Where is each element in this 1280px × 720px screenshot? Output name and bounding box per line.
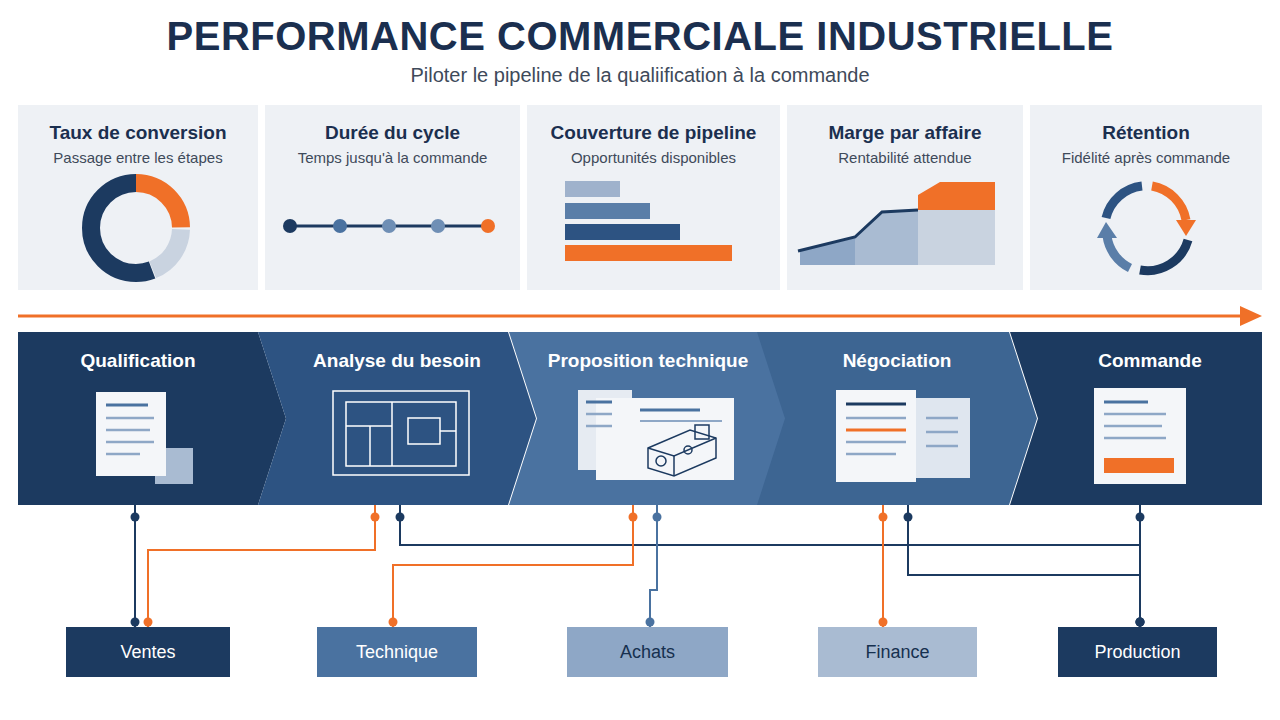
kpi-card: Durée du cycleTemps jusqu'à la commande xyxy=(265,105,520,290)
node-heading: Rétention xyxy=(1102,122,1190,144)
connector-dot xyxy=(629,513,638,522)
connector-group xyxy=(1136,505,1145,627)
stage-chevron: Proposition technique xyxy=(509,332,787,505)
connector-line xyxy=(134,505,136,627)
document-icon xyxy=(96,392,193,484)
chevron-fill xyxy=(258,332,536,505)
bar-icon xyxy=(565,181,732,261)
connector-group xyxy=(396,505,1145,627)
node-heading: Production xyxy=(1094,642,1180,663)
node-heading: Achats xyxy=(620,642,675,663)
connector-line xyxy=(148,505,375,627)
cycle-icon xyxy=(1097,186,1196,271)
department-box: Achats xyxy=(567,627,728,677)
page-subtitle: Piloter le pipeline de la qualiification… xyxy=(0,64,1280,87)
connector-dot xyxy=(396,513,405,522)
connector-dot xyxy=(371,513,380,522)
connector-group xyxy=(144,505,380,627)
node-heading: Proposition technique xyxy=(548,350,749,505)
order-icon xyxy=(1094,388,1186,484)
node-body: Rentabilité attendue xyxy=(838,149,971,166)
node-body: Fidélité après commande xyxy=(1062,149,1230,166)
stage-chevron: Commande xyxy=(1010,332,1262,505)
connector-line xyxy=(393,505,633,627)
connector-dot xyxy=(1136,618,1145,627)
node-body: Passage entre les étapes xyxy=(53,149,222,166)
connector-dot xyxy=(1136,618,1145,627)
node-heading: Marge par affaire xyxy=(828,122,981,144)
connector-line xyxy=(908,505,1140,627)
connector-group xyxy=(904,505,1145,627)
node-heading: Commande xyxy=(1098,350,1201,505)
connector-dot xyxy=(646,618,655,627)
connector-group xyxy=(879,505,888,627)
connector-group xyxy=(389,505,638,627)
connector-dot xyxy=(131,513,140,522)
connector-line xyxy=(1139,505,1141,627)
connector-dot xyxy=(653,513,662,522)
node-heading: Couverture de pipeline xyxy=(551,122,757,144)
kpi-card: Marge par affaireRentabilité attendue xyxy=(787,105,1023,290)
connector-dot xyxy=(144,618,153,627)
flow-arrowhead xyxy=(1240,306,1262,326)
chevron-fill xyxy=(1010,332,1262,505)
connector-dot xyxy=(879,513,888,522)
node-heading: Analyse du besoin xyxy=(313,350,481,505)
kpi-card: RétentionFidélité après commande xyxy=(1030,105,1262,290)
connector-dot xyxy=(1136,513,1145,522)
department-box: Production xyxy=(1058,627,1217,677)
negotiation-icon xyxy=(836,390,970,482)
donut-icon xyxy=(91,183,181,273)
kpi-card: Taux de conversionPassage entre les étap… xyxy=(18,105,258,290)
stage-chevron: Analyse du besoin xyxy=(258,332,536,505)
blueprint-icon xyxy=(333,391,469,475)
connector-group xyxy=(131,505,140,627)
stage-chevron: Qualification xyxy=(18,332,286,505)
node-heading: Qualification xyxy=(80,350,195,505)
node-heading: Ventes xyxy=(120,642,175,663)
stage-chevron: Négociation xyxy=(757,332,1037,505)
timeline-icon xyxy=(283,219,495,233)
connector-dot xyxy=(879,618,888,627)
area-chart-icon xyxy=(798,182,995,265)
node-heading: Finance xyxy=(865,642,929,663)
chevron-fill xyxy=(18,332,286,505)
flow-arrow xyxy=(18,315,1244,318)
chevron-fill xyxy=(757,332,1037,505)
connector-group xyxy=(646,505,662,627)
node-heading: Négociation xyxy=(843,350,952,505)
node-body: Temps jusqu'à la commande xyxy=(298,149,488,166)
node-heading: Technique xyxy=(356,642,438,663)
page-title: PERFORMANCE COMMERCIALE INDUSTRIELLE xyxy=(0,14,1280,59)
connector-line xyxy=(882,505,884,627)
connector-line xyxy=(400,505,1140,627)
connector-dot xyxy=(131,618,140,627)
proposal-icon xyxy=(578,390,734,480)
connector-dot xyxy=(389,618,398,627)
department-box: Technique xyxy=(317,627,477,677)
node-body: Opportunités disponibles xyxy=(571,149,736,166)
connector-dot xyxy=(904,513,913,522)
connector-dot xyxy=(1136,618,1145,627)
department-box: Finance xyxy=(818,627,977,677)
connector-line xyxy=(650,505,657,627)
kpi-card: Couverture de pipelineOpportunités dispo… xyxy=(527,105,780,290)
chevron-fill xyxy=(509,332,787,505)
node-heading: Taux de conversion xyxy=(49,122,226,144)
department-box: Ventes xyxy=(66,627,230,677)
node-heading: Durée du cycle xyxy=(325,122,460,144)
